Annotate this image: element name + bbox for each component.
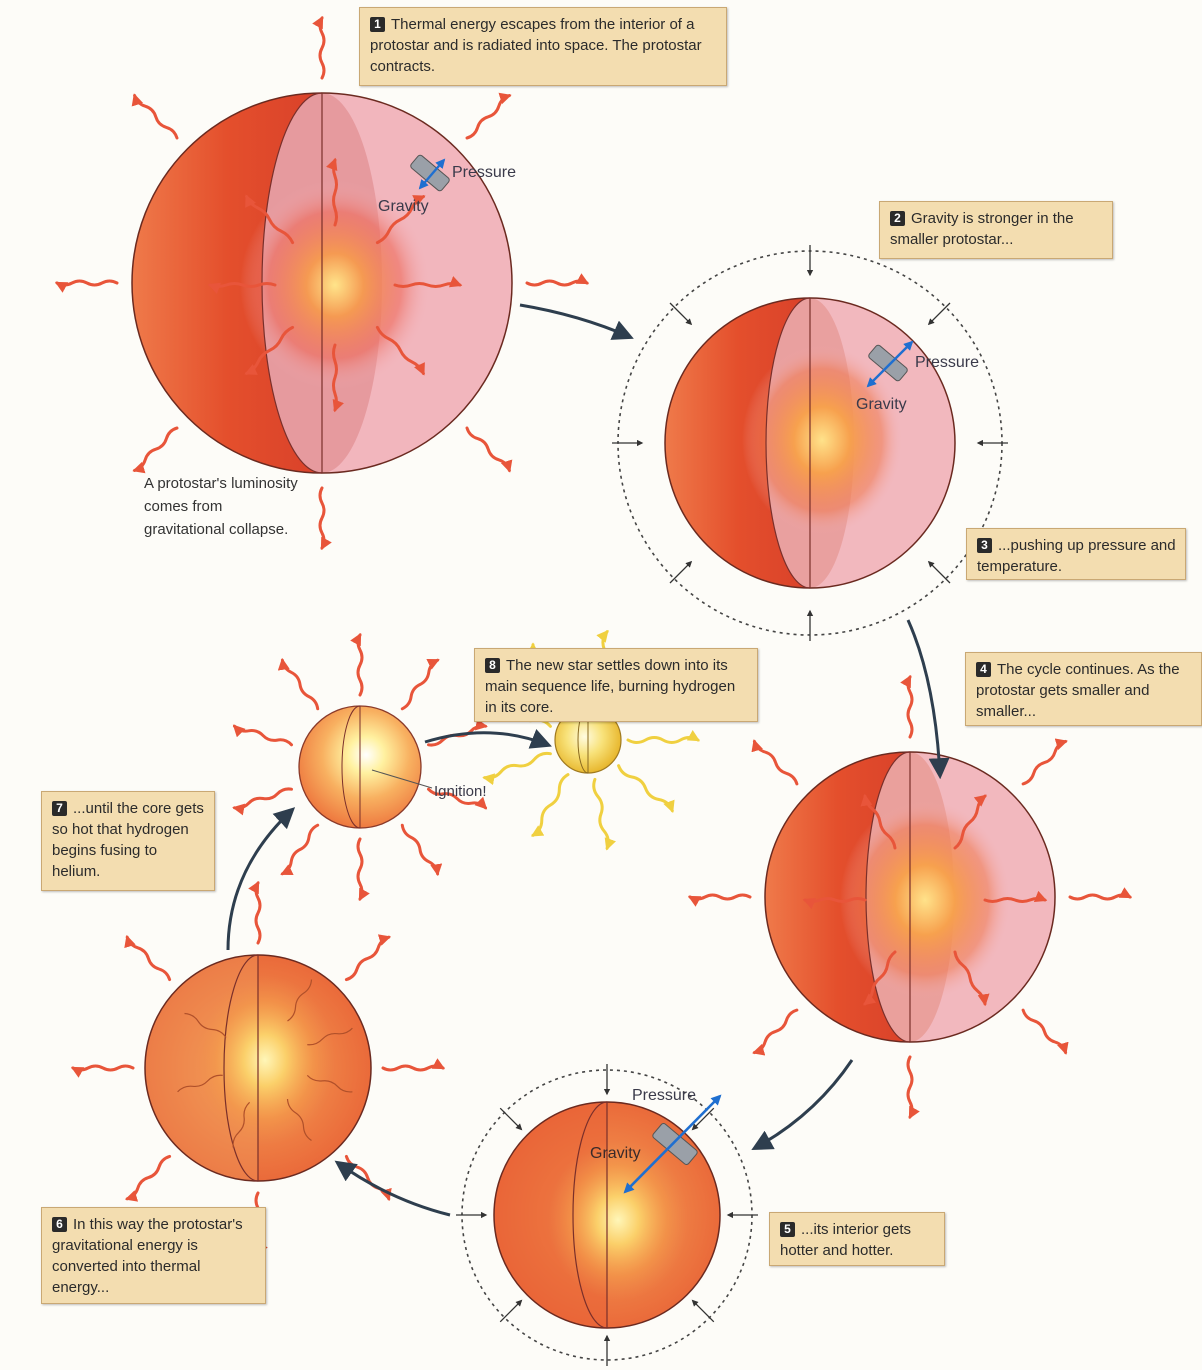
luminosity-note: A protostar's luminosity comes from grav… (144, 472, 304, 541)
radiation-arrow (235, 789, 292, 808)
caption-1-text: Thermal energy escapes from the interior… (370, 16, 702, 75)
caption-1-number: 1 (370, 17, 385, 32)
radiation-arrow (1023, 1010, 1066, 1053)
radiation-arrow (467, 428, 509, 470)
radiation-arrow (235, 726, 292, 745)
caption-8-text: The new star settles down into its main … (485, 657, 735, 716)
pressure-label-2: Pressure (915, 354, 979, 371)
caption-8-number: 8 (485, 658, 500, 673)
radiation-arrow (908, 1057, 912, 1117)
radiation-arrow (358, 839, 362, 899)
radiation-arrow (383, 1066, 443, 1070)
light-wave (619, 766, 673, 811)
radiation-arrow (467, 96, 509, 138)
radiation-arrow (282, 825, 317, 874)
light-wave (628, 738, 698, 743)
radiation-arrow (1023, 741, 1066, 784)
caption-4-number: 4 (976, 662, 991, 677)
radiation-arrow (346, 1156, 388, 1198)
caption-5: 5...its interior gets hotter and hotter. (769, 1212, 945, 1266)
radiation-arrow (358, 635, 362, 695)
radiation-arrow (346, 937, 388, 979)
caption-7: 7...until the core gets so hot that hydr… (41, 791, 215, 891)
radiation-arrow (754, 1010, 797, 1053)
radiation-arrow (690, 895, 750, 899)
caption-5-text: ...its interior gets hotter and hotter. (780, 1221, 911, 1259)
radiation-arrow (256, 883, 260, 943)
caption-2-text: Gravity is stronger in the smaller proto… (890, 210, 1074, 248)
caption-6-number: 6 (52, 1217, 67, 1232)
caption-7-number: 7 (52, 801, 67, 816)
gravity-label-5: Gravity (590, 1145, 641, 1162)
pressure-label-1: Pressure (452, 164, 516, 181)
contraction-arrow (670, 303, 691, 324)
radiation-arrow (282, 660, 317, 709)
caption-3-number: 3 (977, 538, 992, 553)
radiation-arrow (908, 677, 912, 737)
gravity-label-1: Gravity (378, 198, 429, 215)
radiation-arrow (527, 281, 587, 285)
contraction-arrow (670, 562, 691, 583)
radiation-arrow (320, 488, 324, 548)
radiation-arrow (57, 281, 117, 285)
caption-2: 2Gravity is stronger in the smaller prot… (879, 201, 1113, 259)
radiation-arrow (754, 741, 797, 784)
radiation-arrow (127, 937, 169, 979)
caption-5-number: 5 (780, 1222, 795, 1237)
caption-3-text: ...pushing up pressure and temperature. (977, 537, 1176, 575)
radiation-arrow (402, 660, 437, 709)
light-wave (533, 775, 568, 836)
contraction-arrow (929, 303, 950, 324)
caption-6-text: In this way the protostar's gravitationa… (52, 1216, 243, 1296)
contraction-arrow (693, 1301, 714, 1322)
radiation-arrow (1070, 895, 1130, 899)
light-wave (594, 779, 609, 848)
contraction-arrow (500, 1301, 521, 1322)
light-wave (485, 753, 551, 778)
caption-7-text: ...until the core gets so hot that hydro… (52, 800, 204, 880)
caption-2-number: 2 (890, 211, 905, 226)
contraction-arrow (500, 1108, 521, 1129)
protostar-ignition (299, 706, 421, 828)
radiation-arrow (73, 1066, 133, 1070)
radiation-arrow (320, 18, 324, 78)
gravity-label-2: Gravity (856, 396, 907, 413)
caption-4-text: The cycle continues. As the protostar ge… (976, 661, 1180, 720)
pressure-label-5: Pressure (632, 1087, 696, 1104)
radiation-arrow (135, 96, 177, 138)
radiation-arrow (402, 825, 437, 874)
radiation-arrow (135, 428, 177, 470)
caption-3: 3...pushing up pressure and temperature. (966, 528, 1186, 580)
ignition-label: Ignition! (434, 783, 487, 800)
contraction-arrow (929, 562, 950, 583)
radiation-arrow (127, 1156, 169, 1198)
